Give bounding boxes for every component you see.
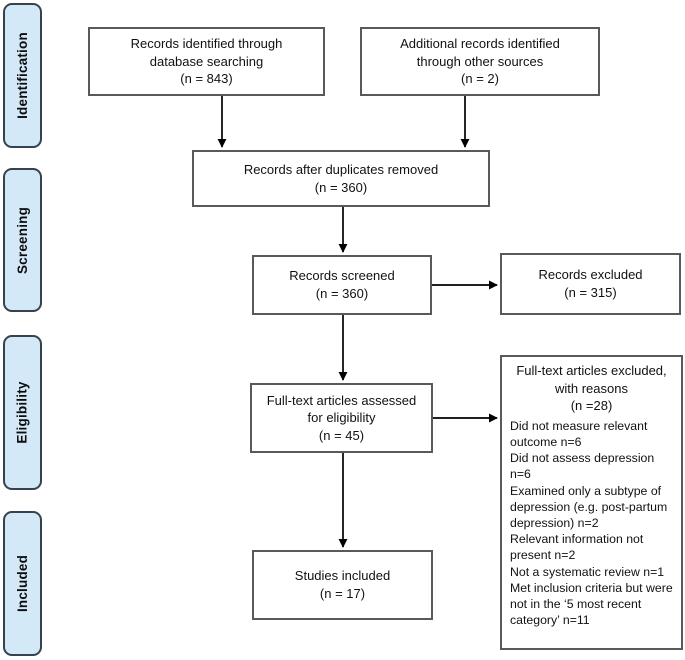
stage-included-label: Included xyxy=(15,554,31,613)
stage-screening-label: Screening xyxy=(15,206,31,274)
node-fulltext-excluded-reasons: Did not measure relevant outcome n=6 Did… xyxy=(510,418,673,628)
node-records-identified: Records identified through database sear… xyxy=(88,27,325,96)
node-additional-records: Additional records identified through ot… xyxy=(360,27,600,96)
stage-identification-label: Identification xyxy=(15,32,30,119)
node-duplicates-removed: Records after duplicates removed (n = 36… xyxy=(192,150,490,207)
node-records-screened-text: Records screened (n = 360) xyxy=(289,268,395,301)
stage-eligibility: Eligibility xyxy=(3,335,42,490)
node-additional-records-text: Additional records identified through ot… xyxy=(400,36,560,87)
stage-included: Included xyxy=(3,511,42,656)
node-fulltext-excluded: Full-text articles excluded, with reason… xyxy=(500,355,683,650)
node-duplicates-removed-text: Records after duplicates removed (n = 36… xyxy=(243,161,439,195)
node-studies-included-text: Studies included (n = 17) xyxy=(294,568,391,601)
node-fulltext-excluded-heading: Full-text articles excluded, with reason… xyxy=(516,363,667,414)
node-records-identified-text: Records identified through database sear… xyxy=(130,36,283,87)
stage-identification: Identification xyxy=(3,3,42,148)
node-records-screened: Records screened (n = 360) xyxy=(252,255,432,315)
node-fulltext-assessed-text: Full-text articles assessed for eligibil… xyxy=(266,392,417,443)
node-studies-included: Studies included (n = 17) xyxy=(252,550,433,620)
node-fulltext-assessed: Full-text articles assessed for eligibil… xyxy=(250,383,433,453)
stage-eligibility-label: Eligibility xyxy=(15,381,30,444)
node-records-excluded-text: Records excluded (n = 315) xyxy=(538,267,643,300)
stage-screening: Screening xyxy=(3,168,42,312)
node-records-excluded: Records excluded (n = 315) xyxy=(500,253,681,315)
